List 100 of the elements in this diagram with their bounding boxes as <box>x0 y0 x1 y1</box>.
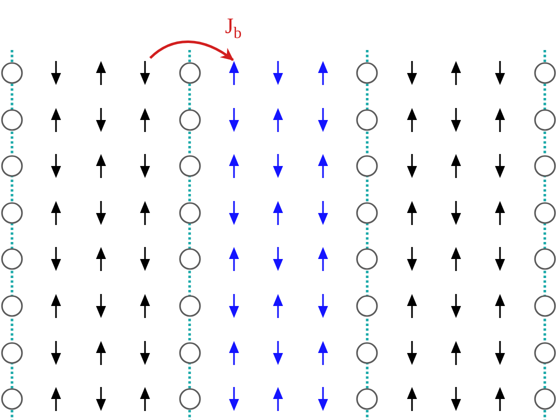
up-arrow-icon <box>451 247 461 272</box>
up-arrow-icon <box>406 387 417 412</box>
down-arrow-icon <box>273 340 284 365</box>
up-arrow-icon <box>318 247 328 272</box>
up-arrow-icon <box>406 108 417 132</box>
down-arrow-icon <box>229 387 239 412</box>
up-arrow-icon <box>51 200 62 225</box>
down-arrow-icon <box>406 247 417 272</box>
down-arrow-icon <box>140 154 150 178</box>
down-arrow-icon <box>273 154 284 178</box>
down-arrow-icon <box>229 200 239 225</box>
down-arrow-icon <box>51 154 62 178</box>
down-arrow-icon <box>318 108 328 132</box>
open-circle <box>178 388 201 410</box>
down-arrow-icon <box>51 61 62 85</box>
down-arrow-icon <box>51 247 62 272</box>
down-arrow-icon <box>451 387 461 412</box>
open-circle <box>1 388 23 410</box>
open-circle <box>178 342 201 364</box>
open-circle <box>1 295 23 317</box>
open-circle <box>534 388 556 410</box>
open-circle <box>178 155 201 178</box>
up-arrow-icon <box>140 387 150 412</box>
open-circle <box>356 248 378 270</box>
open-circle <box>1 155 23 178</box>
down-arrow-icon <box>318 387 328 412</box>
up-arrow-icon <box>495 387 506 412</box>
down-arrow-icon <box>495 154 506 178</box>
up-arrow-icon <box>96 247 106 272</box>
up-arrow-icon <box>140 294 150 318</box>
down-arrow-icon <box>495 61 506 85</box>
down-arrow-icon <box>495 340 506 365</box>
down-arrow-icon <box>451 294 461 318</box>
down-arrow-icon <box>229 294 239 318</box>
open-circle <box>1 62 23 84</box>
up-arrow-icon <box>229 247 239 272</box>
down-arrow-icon <box>406 154 417 178</box>
down-arrow-icon <box>406 61 417 85</box>
open-circle <box>534 155 556 178</box>
open-circle <box>356 295 378 317</box>
up-arrow-icon <box>96 154 106 178</box>
open-circle <box>178 248 201 270</box>
up-arrow-icon <box>140 200 150 225</box>
down-arrow-icon <box>140 247 150 272</box>
open-circle <box>534 108 556 131</box>
curved-arrow <box>149 40 234 61</box>
open-circle <box>178 202 201 224</box>
down-arrow-icon <box>495 247 506 272</box>
up-arrow-icon <box>229 154 239 178</box>
down-arrow-icon <box>451 200 461 225</box>
down-arrow-icon <box>318 200 328 225</box>
open-circle <box>356 108 378 131</box>
up-arrow-icon <box>273 200 284 225</box>
up-arrow-icon <box>451 61 461 85</box>
open-circle <box>1 108 23 131</box>
up-arrow-icon <box>96 340 106 365</box>
up-arrow-icon <box>406 200 417 225</box>
open-circle <box>1 202 23 224</box>
up-arrow-icon <box>495 108 506 132</box>
open-circle <box>534 342 556 364</box>
open-circle <box>534 295 556 317</box>
up-arrow-icon <box>451 154 461 178</box>
down-arrow-icon <box>273 61 284 85</box>
open-circle <box>356 388 378 410</box>
down-arrow-icon <box>96 108 106 132</box>
open-circle <box>178 62 201 84</box>
up-arrow-icon <box>495 294 506 318</box>
open-circle <box>178 295 201 317</box>
down-arrow-icon <box>140 61 150 85</box>
up-arrow-icon <box>96 61 106 85</box>
up-arrow-icon <box>495 200 506 225</box>
open-circle <box>1 342 23 364</box>
up-arrow-icon <box>406 294 417 318</box>
up-arrow-icon <box>51 387 62 412</box>
up-arrow-icon <box>273 387 284 412</box>
down-arrow-icon <box>96 294 106 318</box>
down-arrow-icon <box>229 108 239 132</box>
open-circle <box>356 155 378 178</box>
open-circle <box>356 202 378 224</box>
up-arrow-icon <box>318 340 328 365</box>
open-circle <box>1 248 23 270</box>
open-circle <box>356 62 378 84</box>
up-arrow-icon <box>51 294 62 318</box>
up-arrow-icon <box>229 61 239 85</box>
up-arrow-icon <box>318 154 328 178</box>
up-arrow-icon <box>273 108 284 132</box>
down-arrow-icon <box>51 340 62 365</box>
down-arrow-icon <box>451 108 461 132</box>
down-arrow-icon <box>318 294 328 318</box>
down-arrow-icon <box>96 387 106 412</box>
up-arrow-icon <box>451 340 461 365</box>
down-arrow-icon <box>273 247 284 272</box>
up-arrow-icon <box>229 340 239 365</box>
up-arrow-icon <box>318 61 328 85</box>
up-arrow-icon <box>51 108 62 132</box>
down-arrow-icon <box>140 340 150 365</box>
open-circle <box>534 248 556 270</box>
open-circle <box>356 342 378 364</box>
up-arrow-icon <box>140 108 150 132</box>
open-circle <box>534 202 556 224</box>
